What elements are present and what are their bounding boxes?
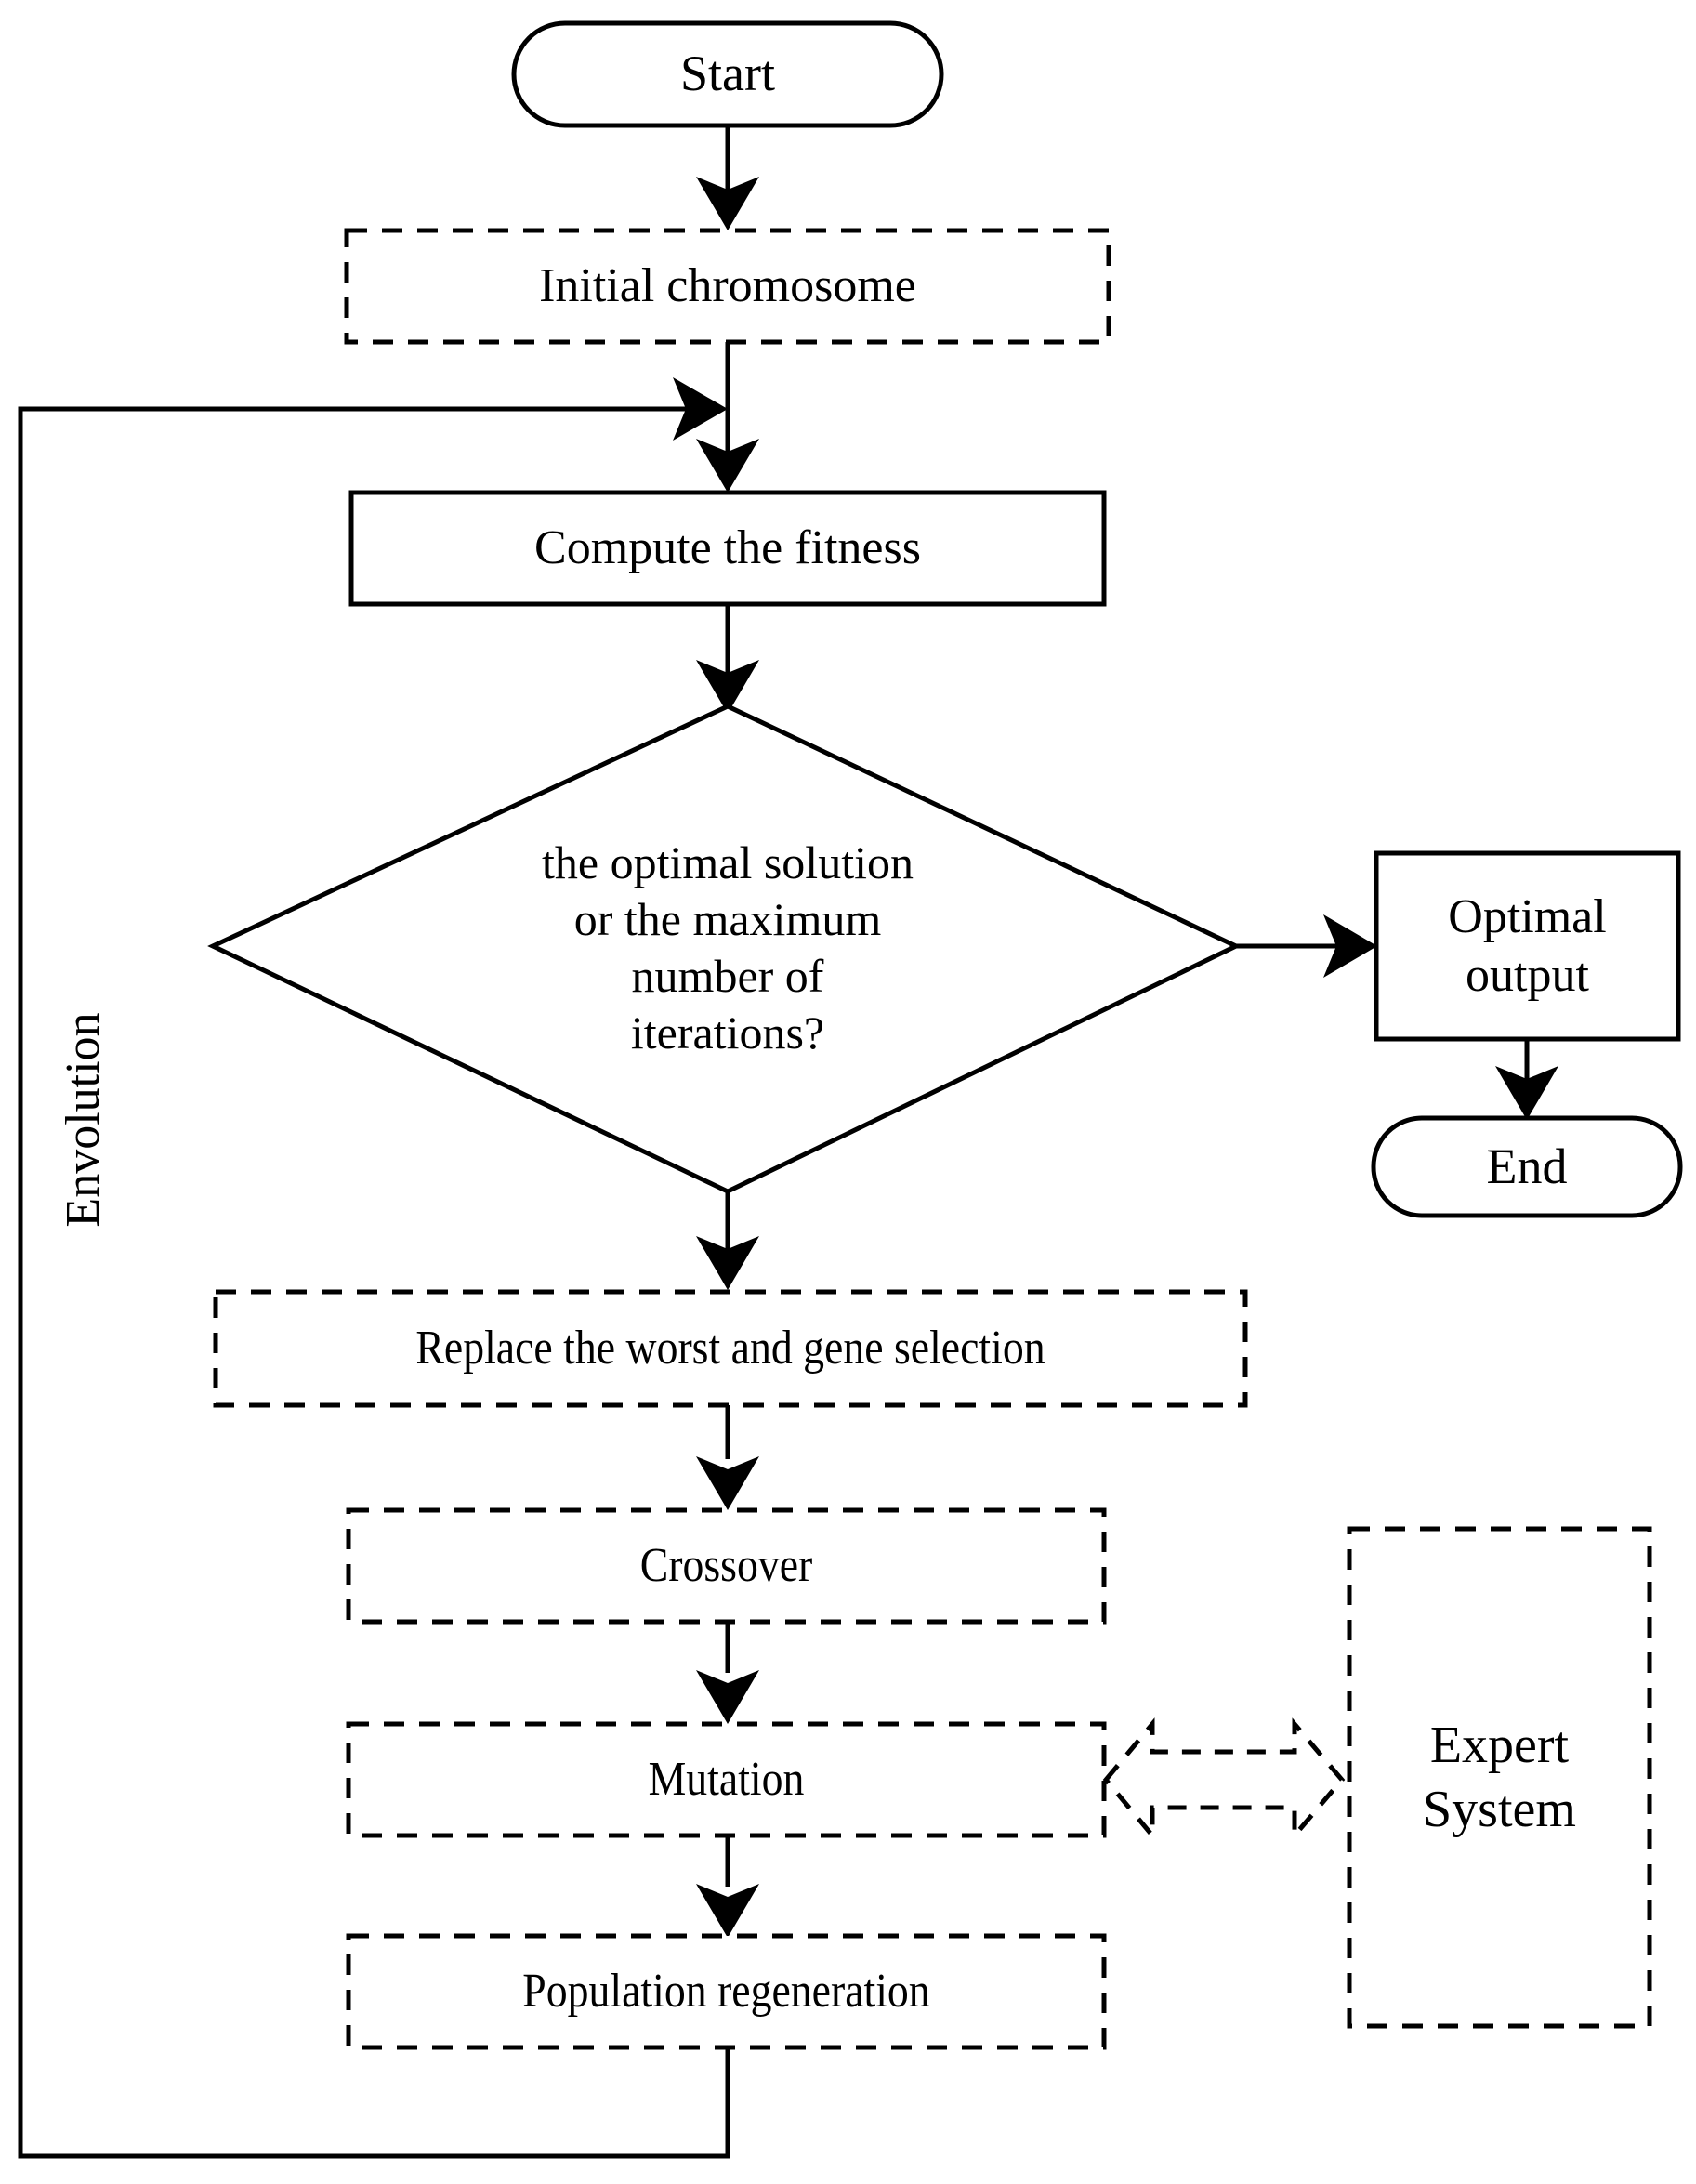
- node-mutation-shape[interactable]: [346, 1721, 1107, 1838]
- node-start-shape[interactable]: [511, 20, 944, 128]
- arrowhead-replace-to-crossover: [696, 1456, 759, 1510]
- node-initial-chromosome-shape[interactable]: [344, 228, 1111, 345]
- node-expert-system-shape[interactable]: [1347, 1526, 1652, 2029]
- arrowhead-feedback-merge: [673, 377, 728, 441]
- node-crossover-shape[interactable]: [346, 1507, 1107, 1625]
- node-optimal-output-shape[interactable]: [1374, 850, 1681, 1042]
- node-replace-worst-shape[interactable]: [213, 1289, 1248, 1408]
- arrowhead-fitness-to-decision: [696, 660, 759, 714]
- edge-mutation-expert-double-arrow[interactable]: [1102, 1717, 1346, 1842]
- arrowhead-initial-to-fitness: [696, 439, 759, 493]
- arrowhead-decision-to-replace: [696, 1236, 759, 1290]
- arrowhead-mutation-to-population: [696, 1884, 759, 1938]
- node-compute-fitness-shape[interactable]: [348, 490, 1107, 607]
- arrowhead-optimal-to-end: [1495, 1066, 1558, 1120]
- arrowhead-decision-to-optimal: [1323, 914, 1377, 978]
- node-end-shape[interactable]: [1371, 1115, 1683, 1218]
- arrowhead-crossover-to-mutation: [696, 1670, 759, 1724]
- edge-feedback-loop: [18, 406, 730, 2159]
- node-population-regeneration-shape[interactable]: [346, 1933, 1107, 2050]
- arrowhead-start-to-initial: [696, 177, 759, 230]
- node-decision-shape[interactable]: [207, 704, 1242, 1194]
